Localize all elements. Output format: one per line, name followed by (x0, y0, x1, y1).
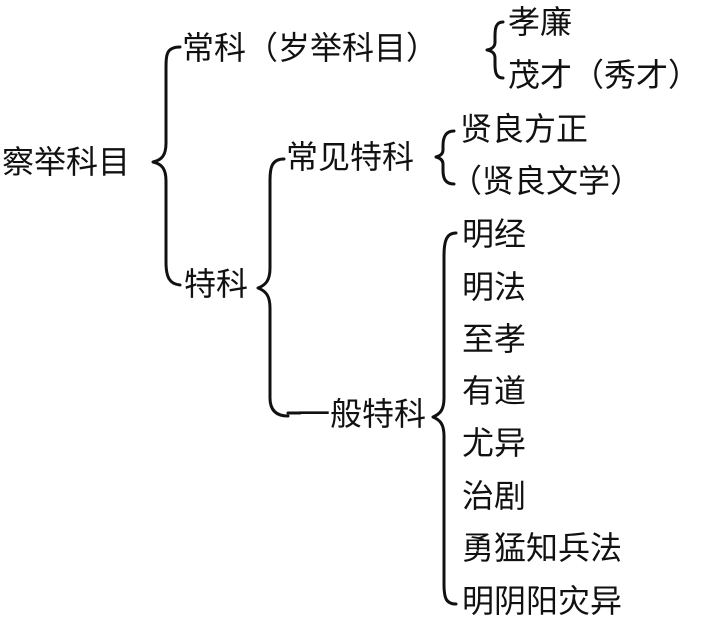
brace-changjian (434, 129, 456, 186)
yiban-item: 明经 (462, 215, 527, 253)
root-label: 察举科目 (2, 143, 131, 181)
changjian-label: 常见特科 (286, 138, 415, 176)
changke-item: 孝廉 (508, 3, 573, 41)
changke-item: 茂才（秀才） (508, 56, 701, 94)
yiban-item: 尤异 (462, 424, 527, 462)
yiban-item: 明阴阳灾异 (462, 582, 623, 620)
changjian-item: （贤良文学） (450, 162, 643, 200)
changjian-item: 贤良方正 (460, 110, 589, 148)
yiban-label: 一般特科 (298, 395, 427, 433)
yiban-item: 有道 (462, 372, 527, 410)
teke-label: 特科 (184, 265, 249, 303)
yiban-item: 至孝 (462, 320, 527, 358)
changke-label: 常科（岁举科目） (182, 29, 439, 67)
yiban-item: 勇猛知兵法 (462, 529, 623, 567)
brace-yiban (431, 231, 458, 606)
brace-root (151, 45, 182, 287)
brace-teke (256, 157, 290, 418)
yiban-item: 治剧 (462, 477, 527, 515)
yiban-item: 明法 (462, 268, 527, 306)
brace-changke (485, 20, 505, 80)
